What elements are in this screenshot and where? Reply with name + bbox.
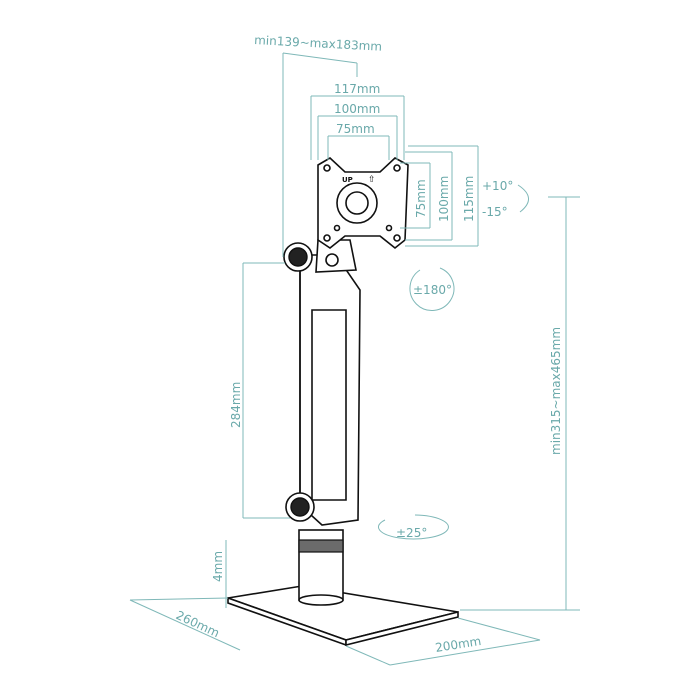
rotate-arrow-icon xyxy=(409,267,455,311)
label-swivel: ±25° xyxy=(396,526,427,540)
swivel-arrow-icon xyxy=(378,514,449,540)
label-base-depth: 260mm xyxy=(174,608,222,640)
label-base-width: 200mm xyxy=(434,634,482,655)
label-117: 117mm xyxy=(334,82,380,96)
column xyxy=(298,529,344,606)
label-100-v: 100mm xyxy=(437,176,451,222)
rotation-indicators xyxy=(378,184,529,540)
up-label: UP xyxy=(342,176,353,184)
label-100-h: 100mm xyxy=(334,102,380,116)
label-tilt-up: +10° xyxy=(482,179,513,193)
label-75-h: 75mm xyxy=(336,122,375,136)
up-arrow-icon: ⇧ xyxy=(368,175,376,185)
label-base-thickness: 4mm xyxy=(211,551,225,582)
dimension-labels: min139~max183mm 117mm 100mm 75mm 75mm 10… xyxy=(174,33,563,655)
label-115-v: 115mm xyxy=(462,176,476,222)
label-tilt-down: -15° xyxy=(482,205,508,219)
vesa-plate: UP ⇧ xyxy=(317,157,409,250)
tilt-arrow-icon xyxy=(517,184,529,213)
label-rotate: ±180° xyxy=(413,283,452,297)
arm xyxy=(283,239,361,526)
label-284: 284mm xyxy=(229,382,243,428)
label-arm-depth: min139~max183mm xyxy=(254,33,383,54)
label-75-v: 75mm xyxy=(414,179,428,218)
dimension-lines xyxy=(129,52,580,666)
base-plate xyxy=(227,585,459,647)
label-total-height: min315~max465mm xyxy=(549,327,563,455)
